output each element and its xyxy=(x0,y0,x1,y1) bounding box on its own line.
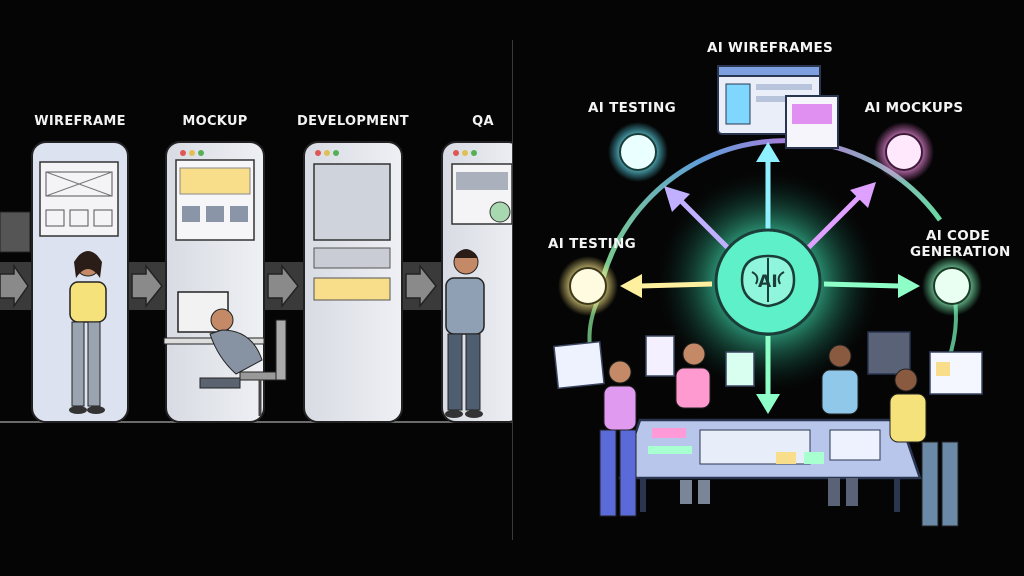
stage-label-development: DEVELOPMENT xyxy=(297,114,409,129)
panel-wireframe xyxy=(31,141,129,423)
label-ai-code-generation: AI CODE GENERATION xyxy=(910,228,1011,260)
label-ai-mockups: AI MOCKUPS xyxy=(864,100,964,116)
traditional-workflow-scene xyxy=(0,141,512,423)
wireframe-image-box xyxy=(45,171,113,197)
team-member-yellow xyxy=(889,368,959,527)
stage-label-wireframe: WIREFRAME xyxy=(34,114,126,129)
hub-arrows xyxy=(620,142,920,414)
team-member-pink xyxy=(599,360,637,517)
arrow-mockup-to-development xyxy=(267,263,299,309)
label-ai-wireframes: AI WIREFRAMES xyxy=(706,40,834,56)
brain-icon xyxy=(740,254,796,308)
ai-wireframes-card xyxy=(717,65,839,149)
stage-arrows xyxy=(0,263,437,309)
stage-label-qa: QA xyxy=(472,114,494,129)
panel-development xyxy=(303,141,403,423)
hub-label-ai: AI xyxy=(757,272,779,292)
team-member-center xyxy=(675,342,711,504)
stage-label-mockup: MOCKUP xyxy=(182,114,248,129)
floating-screens xyxy=(553,331,983,395)
team-member-blue xyxy=(821,344,859,506)
person-waiting xyxy=(69,251,107,414)
label-ai-testing-left: AI TESTING xyxy=(548,236,636,252)
collaboration-table xyxy=(618,418,922,512)
person-thinking xyxy=(445,249,485,418)
label-ai-testing-top: AI TESTING xyxy=(588,100,676,116)
arrow-development-to-qa xyxy=(405,263,437,309)
section-divider xyxy=(512,40,513,540)
conveyor-start-block xyxy=(0,211,31,253)
arrow-wireframe-to-mockup xyxy=(131,263,163,309)
arrow-into-wireframe xyxy=(0,263,29,309)
person-sleeping xyxy=(163,291,287,416)
